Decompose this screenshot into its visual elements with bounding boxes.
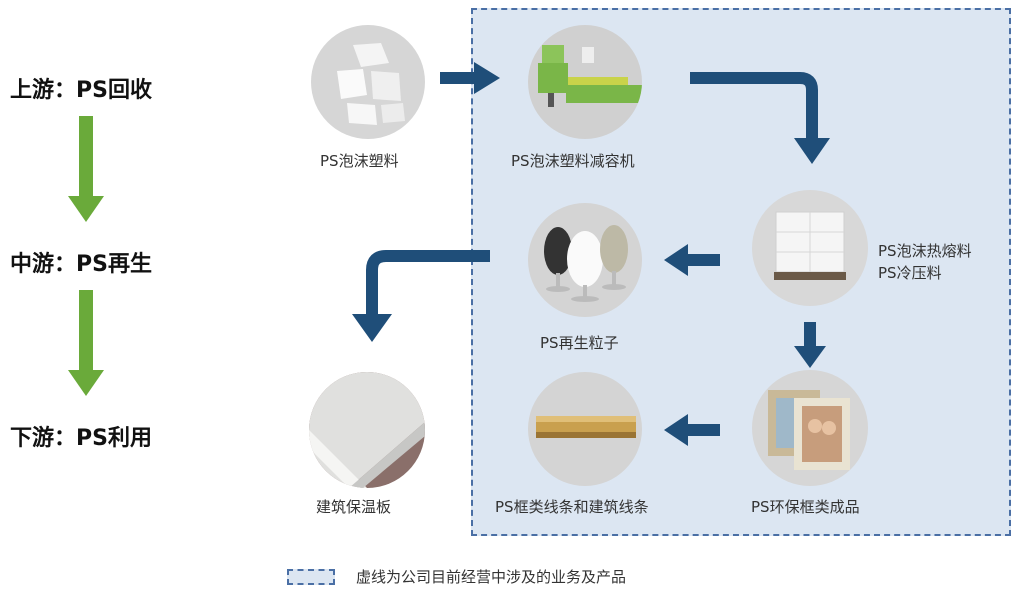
label-recycled-pellets: PS再生粒子	[540, 334, 619, 352]
ps-foam-image	[311, 25, 425, 139]
frame-products-image	[752, 370, 868, 486]
frame-lines-image	[528, 372, 642, 486]
stage-arrow-up-to-mid	[68, 116, 104, 222]
label-insulation-board: 建筑保温板	[316, 498, 392, 516]
stage-downstream: 下游：PS利用	[10, 426, 152, 451]
label-frame-products: PS环保框类成品	[751, 498, 860, 516]
label-frame-lines: PS框类线条和建筑线条	[495, 498, 649, 516]
arrow-hot-melt-to-pellets	[664, 244, 720, 276]
label-hot-melt: PS泡沫热熔料	[878, 242, 972, 260]
stage-midstream: 中游：PS再生	[10, 252, 152, 277]
arrow-pellets-to-insulation	[352, 250, 490, 342]
arrow-compactor-to-hot-melt	[690, 72, 830, 164]
legend-swatch	[287, 569, 335, 585]
stage-arrow-mid-to-down	[68, 290, 104, 396]
arrow-frame-products-to-frame-lines	[664, 414, 720, 446]
arrow-hot-melt-to-frame-products	[794, 322, 826, 368]
stage-upstream: 上游：PS回收	[10, 78, 152, 103]
insulation-board-image	[309, 372, 425, 488]
recycled-pellets-image	[528, 203, 642, 317]
hot-melt-image	[752, 190, 868, 306]
arrow-foam-to-compactor	[440, 62, 500, 94]
label-ps-foam: PS泡沫塑料	[320, 152, 399, 170]
label-cold-press: PS冷压料	[878, 264, 942, 282]
label-foam-compactor: PS泡沫塑料减容机	[511, 152, 635, 170]
foam-compactor-image	[528, 25, 642, 139]
legend-text: 虚线为公司目前经营中涉及的业务及产品	[356, 568, 627, 586]
